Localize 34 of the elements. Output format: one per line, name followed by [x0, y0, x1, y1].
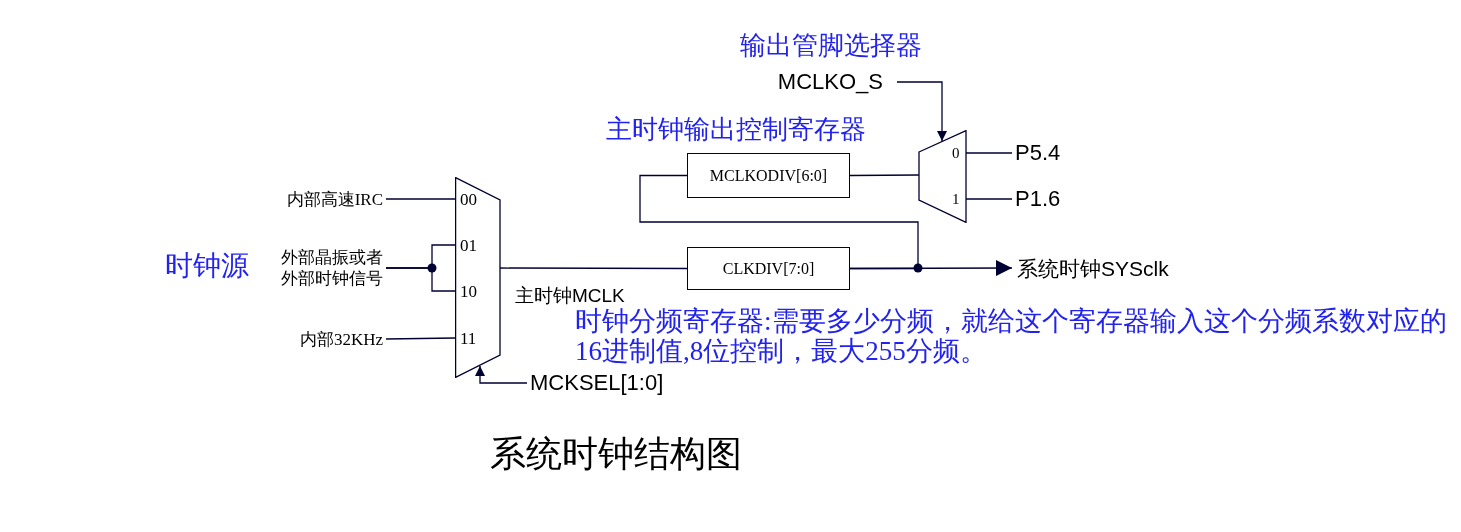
input-number: 10 [460, 282, 477, 300]
diagram-caption: 系统时钟结构图 [490, 436, 742, 472]
signal-label: 内部32KHz [299, 330, 383, 348]
register-title: 主时钟输出控制寄存器 [606, 117, 866, 143]
clock-source-label: 时钟源 [165, 252, 249, 280]
edge-label: 主时钟MCLK [515, 286, 625, 305]
signal-label: 外部晶振或者外部时钟信号 [273, 246, 383, 290]
arrow [896, 81, 947, 142]
selector-title: 输出管脚选择器 [740, 33, 922, 59]
arrow [475, 365, 528, 384]
connector-line [639, 174, 919, 270]
register-box: MCLKODIV[6:0] [687, 153, 850, 198]
input-number: 0 [952, 145, 960, 161]
register-box: CLKDIV[7:0] [687, 247, 850, 290]
connector-line [849, 174, 920, 177]
note-text: 时钟分频寄存器:需要多少分频，就给这个寄存器输入这个分频系数对应的16进制值,8位控制，最大255分频。 [575, 307, 1448, 367]
connector-line [385, 337, 456, 340]
connector-line [385, 198, 456, 200]
connector-line [499, 267, 688, 270]
input-number: 00 [460, 190, 477, 208]
input-number: 1 [952, 191, 960, 207]
signal-label: MCLKO_S [777, 71, 883, 93]
multiplexer [455, 177, 502, 378]
multiplexer [918, 130, 967, 223]
signal-label: 系统时钟SYSclk [1017, 257, 1169, 279]
signal-label: P5.4 [1015, 142, 1061, 164]
signal-label: 内部高速IRC [286, 190, 383, 208]
input-number: 11 [460, 329, 477, 347]
connector-line [385, 267, 456, 292]
signal-label: P1.6 [1015, 188, 1061, 210]
connector-line [965, 198, 1013, 200]
input-number: 01 [460, 236, 477, 254]
signal-label: MCKSEL[1:0] [530, 372, 664, 394]
connector-line [965, 152, 1013, 154]
